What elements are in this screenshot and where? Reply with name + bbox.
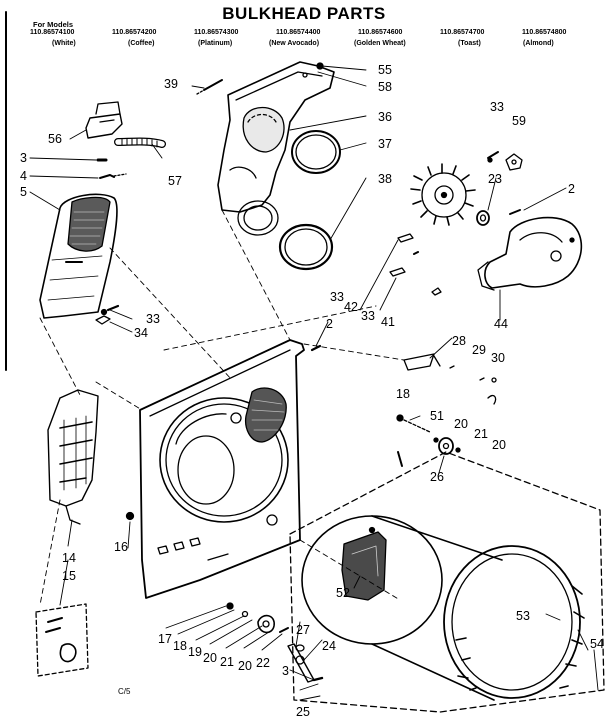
model-number: 110.86574400: [276, 29, 321, 36]
callout-label: 36: [378, 110, 392, 124]
callout-label: 2: [568, 182, 575, 196]
callout-label: 33: [330, 290, 344, 304]
model-number: 110.86574100: [30, 29, 75, 36]
callout-label: 55: [378, 63, 392, 77]
callout-label: 34: [134, 326, 148, 340]
screw-16: [125, 511, 135, 521]
models-heading: For Models: [33, 20, 74, 29]
callout-label: 14: [62, 551, 76, 565]
seal-ring-37: [291, 130, 341, 174]
blower-wheel: [410, 163, 476, 226]
callout-label: 17: [158, 632, 172, 646]
callout-label: 21: [220, 655, 234, 669]
callout-label: 19: [188, 645, 202, 659]
model-number: 110.86574800: [522, 29, 567, 36]
bracket-59: [505, 153, 523, 171]
model-color: (Golden Wheat): [354, 40, 406, 47]
screw-2-panel: [310, 344, 322, 352]
callout-label: 26: [430, 470, 444, 484]
alignment-lines: [39, 209, 405, 606]
callout-labels: 39 55 58 36 37 38 33 59 56 3 57 4 5 23 2…: [20, 63, 604, 719]
model-color: (White): [52, 40, 76, 47]
lint-filter-5: [39, 193, 118, 319]
pin-26: [397, 451, 403, 467]
callout-label: 33: [490, 100, 504, 114]
screw-33-fan: [487, 151, 499, 163]
callout-label: 4: [20, 169, 27, 183]
model-number: 110.86574200: [112, 29, 157, 36]
callout-label: 29: [472, 343, 486, 357]
callout-label: 18: [396, 387, 410, 401]
callout-label: 20: [454, 417, 468, 431]
drum-assembly: [289, 451, 605, 713]
callout-label: 38: [378, 172, 392, 186]
callout-label: 23: [488, 172, 502, 186]
callout-label: 37: [378, 137, 392, 151]
hose-57: [114, 137, 166, 148]
heater-bracket-14: [47, 389, 99, 525]
diagram-title: BULKHEAD PARTS: [222, 4, 386, 23]
fastener-set: [389, 233, 442, 296]
callout-label: 53: [516, 609, 530, 623]
screw-2-fan: [509, 209, 521, 215]
screw-39: [196, 79, 223, 95]
leader-lines: [29, 65, 599, 701]
callout-label: 33: [146, 312, 160, 326]
bulkhead-panel: [139, 339, 305, 599]
callout-label: 16: [114, 540, 128, 554]
blower-housing-44: [477, 216, 583, 291]
rollers-right: [396, 414, 461, 455]
callout-label: 51: [430, 409, 444, 423]
clip-34: [95, 315, 111, 325]
callout-label: 59: [512, 114, 526, 128]
callout-label: 22: [256, 656, 270, 670]
callout-label: 27: [296, 623, 310, 637]
kit-15-box: [35, 603, 89, 677]
callout-label: 5: [20, 185, 27, 199]
clip-23: [476, 210, 490, 226]
callout-label: 3: [282, 664, 289, 678]
callout-label: 20: [203, 651, 217, 665]
model-number: 110.86574300: [194, 29, 239, 36]
screw-33-filter: [100, 304, 120, 316]
callout-label: 42: [344, 300, 358, 314]
model-color: (Platinum): [198, 40, 233, 47]
screws-3-4: [96, 158, 127, 179]
model-number: 110.86574600: [358, 29, 403, 36]
callout-label: 58: [378, 80, 392, 94]
callout-label: 57: [168, 174, 182, 188]
model-color: (New Avocado): [269, 40, 320, 47]
callout-label: 20: [492, 438, 506, 452]
callout-label: 15: [62, 569, 76, 583]
exhaust-duct-56: [85, 101, 123, 139]
callout-label: 39: [164, 77, 178, 91]
callout-label: 25: [296, 705, 310, 719]
model-color: (Coffee): [128, 40, 155, 47]
callout-label: 44: [494, 317, 508, 331]
callout-label: 52: [336, 586, 350, 600]
model-color: (Toast): [458, 40, 481, 47]
callout-label: 3: [20, 151, 27, 165]
upper-duct-assembly: [217, 61, 335, 236]
callout-label: 24: [322, 639, 336, 653]
callout-label: 33: [361, 309, 375, 323]
callout-label: 41: [381, 315, 395, 329]
callout-label: 18: [173, 639, 187, 653]
model-number: 110.86574700: [440, 29, 485, 36]
roller-bracket-28: [403, 353, 497, 405]
page-code: C/5: [118, 687, 131, 696]
callout-label: 54: [590, 637, 604, 651]
baffle-52: [341, 526, 387, 601]
callout-label: 2: [326, 317, 333, 331]
seal-ring-38: [278, 223, 334, 271]
callout-label: 21: [474, 427, 488, 441]
callout-label: 20: [238, 659, 252, 673]
callout-label: 30: [491, 351, 505, 365]
model-color: (Almond): [523, 40, 554, 47]
callout-label: 28: [452, 334, 466, 348]
callout-label: 56: [48, 132, 62, 146]
